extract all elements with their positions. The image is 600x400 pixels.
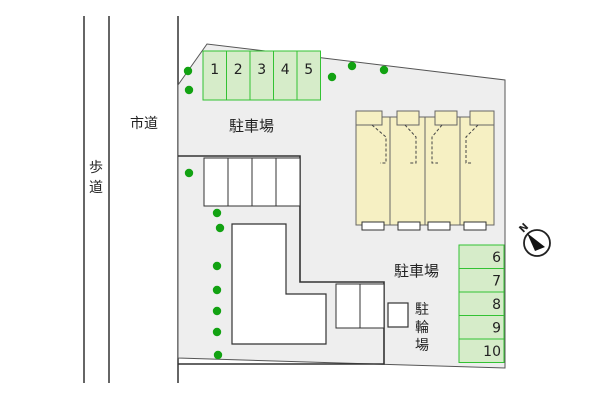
tree-icon xyxy=(184,85,194,95)
parking-space-number: 2 xyxy=(234,62,243,78)
parking-space-7: 7 xyxy=(458,268,505,293)
tree-icon xyxy=(212,261,222,271)
parking-space-5: 5 xyxy=(296,50,321,101)
tree-icon xyxy=(213,350,223,360)
building-outline xyxy=(178,155,385,365)
parking-space-1: 1 xyxy=(202,50,227,101)
storage-units xyxy=(203,157,301,207)
parking-space-10: 10 xyxy=(458,338,505,363)
tree-icon xyxy=(184,168,194,178)
parking-space-4: 4 xyxy=(273,50,298,101)
parking-space-number: 10 xyxy=(483,344,501,360)
tree-icon xyxy=(212,327,222,337)
parking-space-number: 6 xyxy=(492,250,501,266)
north-arrow-icon: N xyxy=(517,222,551,257)
bicycle-parking-char-2: 輪 xyxy=(415,319,429,336)
apartment-building xyxy=(355,110,495,231)
tree-icon xyxy=(212,306,222,316)
parking-north-label: 駐車場 xyxy=(229,117,274,135)
sidewalk-label-char-2: 道 xyxy=(89,180,103,196)
parking-space-2: 2 xyxy=(226,50,251,101)
parking-space-3: 3 xyxy=(249,50,274,101)
tree-icon xyxy=(212,285,222,295)
main-building xyxy=(231,223,327,345)
tree-icon xyxy=(212,208,222,218)
parking-east-label: 駐車場 xyxy=(394,262,439,280)
parking-space-8: 8 xyxy=(458,291,505,316)
parking-space-number: 4 xyxy=(281,62,290,78)
sidewalk-label-char-1: 歩 xyxy=(89,160,103,176)
bicycle-parking-area xyxy=(387,302,409,328)
tree-icon xyxy=(327,72,337,82)
parking-space-number: 1 xyxy=(210,62,219,78)
parking-space-number: 8 xyxy=(492,297,501,313)
city-road-label: 市道 xyxy=(130,115,158,132)
utility-units xyxy=(335,283,385,329)
tree-icon xyxy=(215,223,225,233)
parking-space-number: 5 xyxy=(304,62,313,78)
tree-icon xyxy=(183,66,193,76)
trees xyxy=(183,61,389,360)
parking-space-number: 7 xyxy=(492,274,501,290)
parking-space-6: 6 xyxy=(458,244,505,269)
parking-space-number: 3 xyxy=(257,62,266,78)
parking-space-9: 9 xyxy=(458,315,505,340)
bicycle-parking-char-3: 場 xyxy=(415,338,429,354)
tree-icon xyxy=(379,65,389,75)
bicycle-parking-char-1: 駐 xyxy=(415,302,429,318)
parking-space-number: 9 xyxy=(492,321,501,337)
east-parking-spaces: 6 7 8 9 10 xyxy=(458,244,505,363)
tree-icon xyxy=(347,61,357,71)
